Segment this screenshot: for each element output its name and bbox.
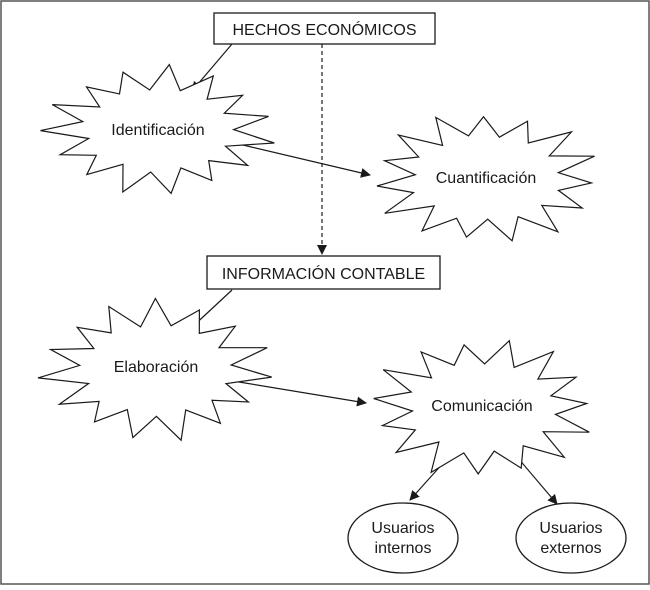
usuarios-externos-node: Usuarios externos bbox=[515, 502, 627, 574]
informacion-contable-box: INFORMACIÓN CONTABLE bbox=[206, 255, 441, 290]
elaboracion-label: Elaboración bbox=[114, 359, 199, 376]
cuantificacion-node: Cuantificación bbox=[376, 115, 595, 242]
usuarios-externos-line2: externos bbox=[540, 540, 601, 557]
usuarios-externos-line1: Usuarios bbox=[539, 520, 602, 537]
arrow-identificacion-cuantificacion bbox=[225, 140, 371, 178]
elaboracion-node: Elaboración bbox=[37, 297, 272, 442]
informacion-contable-label: INFORMACIÓN CONTABLE bbox=[222, 264, 425, 283]
hechos-economicos-box: HECHOS ECONÓMICOS bbox=[213, 12, 436, 45]
comunicacion-node: Comunicación bbox=[373, 339, 590, 475]
usuarios-internos-line1: Usuarios bbox=[371, 520, 434, 537]
identificacion-node: Identificación bbox=[40, 63, 275, 195]
identificacion-label: Identificación bbox=[111, 122, 204, 139]
usuarios-internos-line2: internos bbox=[375, 540, 432, 557]
cuantificacion-label: Cuantificación bbox=[436, 170, 537, 187]
usuarios-internos-node: Usuarios internos bbox=[347, 502, 459, 574]
hechos-economicos-label: HECHOS ECONÓMICOS bbox=[232, 20, 416, 39]
arrow-elaboracion-comunicacion bbox=[232, 380, 367, 407]
comunicacion-label: Comunicación bbox=[431, 398, 532, 415]
